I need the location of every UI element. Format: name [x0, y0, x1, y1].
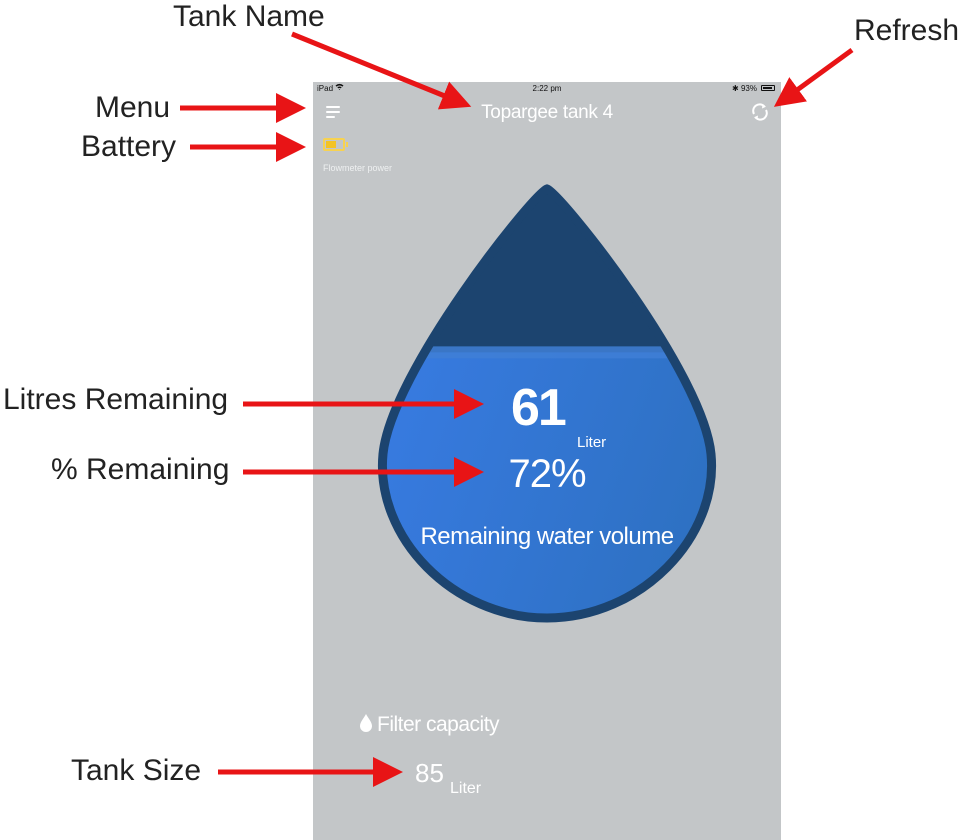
callout-litres-remaining: Litres Remaining — [3, 383, 229, 416]
tank-size-value: 85 — [415, 758, 444, 788]
callout-menu: Menu — [95, 91, 171, 124]
status-time: 2:22 pm — [532, 84, 562, 93]
tank-name-title: Topargee tank 4 — [481, 102, 613, 123]
water-drop-gauge — [377, 184, 717, 623]
litres-remaining-value: 61 — [511, 379, 567, 437]
percent-remaining-value: 72% — [508, 452, 586, 496]
callout-battery: Battery — [81, 130, 177, 163]
status-battery-percent: ✱ 93% — [732, 84, 757, 93]
flowmeter-power-label: Flowmeter power — [323, 163, 393, 173]
battery-tip — [346, 142, 348, 147]
callout-percent-remaining: % Remaining — [51, 453, 230, 486]
remaining-volume-label: Remaining water volume — [420, 523, 674, 550]
callout-tank-size: Tank Size — [71, 754, 202, 787]
arrow-refresh — [773, 47, 854, 107]
callout-tank-name: Tank Name — [173, 0, 325, 33]
filter-capacity-label: Filter capacity — [377, 713, 500, 736]
refresh-button[interactable] — [749, 101, 771, 123]
refresh-icon — [752, 103, 768, 121]
tank-size-unit: Liter — [450, 780, 482, 797]
callout-refresh: Refresh — [854, 14, 960, 47]
water-drop-icon — [360, 714, 372, 732]
litres-remaining-unit: Liter — [577, 434, 607, 451]
menu-button[interactable] — [323, 102, 345, 124]
app-screen: iPad 2:22 pm ✱ 93% Topargee tank 4 Flowm… — [313, 82, 781, 840]
hamburger-line — [326, 116, 335, 118]
hamburger-line — [326, 111, 340, 113]
water-surface — [382, 346, 712, 359]
hamburger-menu-icon — [326, 106, 340, 108]
battery-icon[interactable] — [323, 138, 345, 151]
